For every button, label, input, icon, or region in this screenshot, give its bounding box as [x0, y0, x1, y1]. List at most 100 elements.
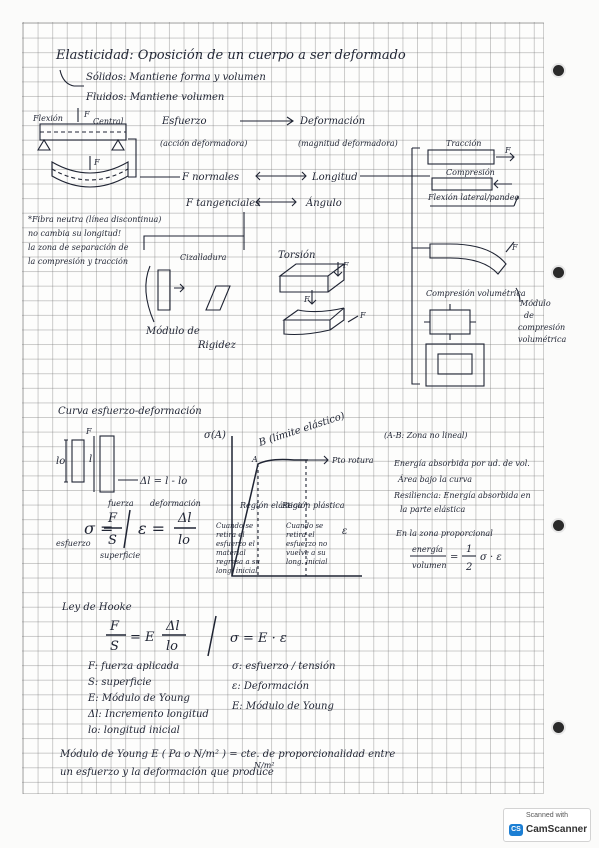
shear-bracket: [145, 265, 155, 323]
compresion-bar: [431, 177, 493, 191]
young-line-1: Módulo de Young E ( Pa o N/m² ) = cte. d…: [59, 749, 395, 760]
compresion-volumetrica-label: Compresión volumétrica: [426, 289, 526, 298]
torsion-arrow: [307, 290, 317, 305]
cizalladura-sheared-block: [205, 285, 231, 311]
camscanner-name: CamScanner: [526, 824, 588, 835]
sigma-eps: σ · ε: [480, 552, 502, 563]
modulo-cv-1: Módulo: [519, 299, 551, 308]
binder-hole: [553, 65, 564, 76]
deformacion-small: deformación: [150, 499, 201, 508]
torsion-force: F: [359, 311, 366, 320]
limite-elastico-label: B (límite elástico): [257, 411, 347, 449]
hooke-s: S: [110, 639, 119, 654]
resiliencia-text-2: la parte elástica: [400, 505, 466, 514]
half-top: 1: [466, 544, 472, 555]
slash: [207, 615, 217, 657]
cv-connector: [515, 287, 521, 303]
curva-heading: Curva esfuerzo-deformación: [58, 406, 202, 417]
frac-s: S: [108, 533, 117, 548]
esfuerzo-small: esfuerzo: [56, 539, 91, 548]
region-elastica-label: Región elástica: [239, 501, 302, 510]
force-label: F: [83, 110, 90, 119]
sigma-law: σ = E · ε: [230, 631, 287, 646]
specimen-bar: [71, 439, 85, 483]
double-arrow: [255, 171, 307, 181]
elasticidad-heading: Elasticidad: Oposición de un cuerpo a se…: [55, 48, 406, 63]
curva-force: F: [85, 427, 92, 436]
bent-beam: [51, 161, 129, 188]
delta-l-label: Δl = l - lo: [139, 476, 187, 487]
hooke-f: F: [109, 619, 120, 634]
lo-label: lo: [56, 456, 65, 467]
elastica-desc: Cuando se retira el esfuerzo el material…: [216, 522, 260, 575]
def-f: F: fuerza aplicada: [87, 661, 179, 672]
right-bracket: [411, 147, 420, 385]
modulo-cv-3: compresión: [518, 323, 565, 332]
half-bottom: 2: [465, 562, 472, 573]
twisted-block: [282, 307, 345, 336]
young-units: N/m²: [253, 761, 275, 770]
hooke-lo: lo: [166, 639, 178, 654]
zona-prop-text: En la zona proporcional: [395, 529, 493, 538]
bent-force-label: F: [93, 158, 100, 167]
def-eps: ε: Deformación: [232, 681, 309, 692]
branch-connector: [59, 69, 84, 87]
bent-bar: [429, 243, 507, 275]
torsion-arrow: [333, 262, 343, 277]
bent-bar-force: F: [511, 243, 518, 252]
region-plastica-label: Región plástica: [281, 501, 345, 510]
bent-neutral-fiber: [51, 168, 129, 181]
torsion-force: F: [342, 261, 349, 270]
volume-box-2: [425, 343, 485, 387]
binder-hole: [553, 520, 564, 531]
esfuerzo-label: Esfuerzo: [161, 116, 207, 127]
binder-hole: [553, 267, 564, 278]
resiliencia-text-1: Resiliencia: Energía absorbida en: [393, 491, 531, 500]
arrowhead: [286, 116, 294, 126]
solidos-text: Sólidos: Mantiene forma y volumen: [86, 72, 266, 83]
traccion-bar: [427, 149, 495, 165]
modulo-rigidez-1: Módulo de: [145, 326, 200, 337]
f-normales-label: F normales: [181, 172, 239, 183]
plastica-desc-box: Cuando se retira el esfuerzo no vuelve a…: [286, 522, 328, 566]
stress-strain-curve: [231, 458, 308, 577]
young-line-2: un esfuerzo y la deformación que produce: [60, 767, 274, 778]
bent-bar-arrow: [505, 241, 515, 253]
flexion-bracket: [128, 138, 137, 178]
energia-eq: =: [450, 552, 458, 563]
camscanner-logo-icon: CS: [509, 824, 523, 836]
graph-y-axis-label: σ(A): [204, 430, 226, 441]
central-label: Central: [93, 117, 124, 126]
f-tangenciales-label: F tangenciales: [185, 198, 260, 209]
longitud-label: Longitud: [311, 172, 358, 183]
slash: [123, 509, 131, 549]
energia-text-2: Área bajo la curva: [397, 475, 472, 484]
frac-dl: Δl: [177, 511, 192, 526]
deformacion-note: (magnitud deformadora): [298, 139, 398, 148]
energia-frac-top: energía: [412, 545, 443, 554]
hooke-heading: Ley de Hooke: [61, 602, 132, 613]
fibra-text-1: *Fibra neutra (línea discontinua): [28, 215, 161, 224]
plastica-desc: Cuando se retira el esfuerzo no vuelve a…: [286, 522, 328, 566]
binder-hole: [553, 722, 564, 733]
def-e: E: Módulo de Young: [87, 693, 190, 704]
fibra-text-2: no cambia su longitud!: [28, 229, 121, 238]
superficie-small: superficie: [100, 551, 140, 560]
eps-eq: ε =: [138, 519, 165, 538]
pto-rotura-label: Pto rotura: [331, 456, 374, 465]
cizalladura-block: [157, 269, 171, 311]
volume-box-inner: [437, 353, 473, 375]
torsion-arrow: [347, 315, 359, 323]
def-s: S: superficie: [88, 677, 152, 688]
compresion-arrow: [493, 179, 512, 189]
modulo-cv-4: volumétrica: [518, 335, 566, 344]
def-lo: lo: longitud inicial: [88, 725, 180, 736]
fuerza-label: fuerza: [107, 499, 134, 508]
def-sigma: σ: esfuerzo / tensión: [232, 661, 335, 672]
shear-arrow: [174, 283, 185, 293]
lo-dim: [64, 439, 68, 483]
frac-f: F: [107, 511, 118, 526]
fibra-text-3: la zona de separación de: [28, 243, 129, 252]
